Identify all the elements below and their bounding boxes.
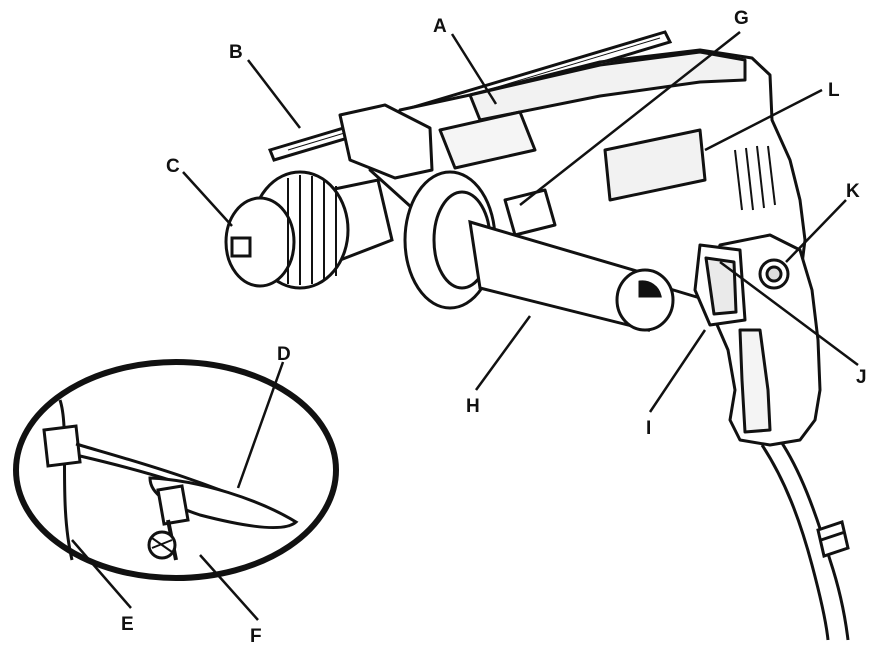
leader-h bbox=[474, 315, 532, 391]
leader-j bbox=[719, 260, 859, 367]
leader-a bbox=[450, 33, 498, 105]
callout-l: L bbox=[828, 80, 840, 101]
keyed-chuck bbox=[224, 170, 394, 290]
callout-a: A bbox=[433, 16, 447, 37]
leader-i bbox=[648, 329, 707, 413]
chuck-key-inset bbox=[13, 359, 339, 581]
callout-b: B bbox=[229, 42, 243, 63]
callout-j: J bbox=[856, 367, 867, 388]
leader-lines bbox=[71, 31, 859, 621]
leader-d bbox=[236, 361, 285, 489]
callout-f: F bbox=[250, 626, 262, 647]
leader-k bbox=[785, 199, 847, 263]
power-cord bbox=[760, 439, 850, 641]
side-handle bbox=[403, 170, 675, 332]
leader-c bbox=[182, 171, 233, 227]
callout-c: C bbox=[166, 156, 180, 177]
callout-g: G bbox=[734, 8, 749, 29]
leader-l bbox=[704, 88, 823, 152]
leader-f bbox=[199, 554, 259, 621]
callout-e: E bbox=[121, 614, 134, 635]
callout-k: K bbox=[846, 181, 860, 202]
leader-b bbox=[247, 59, 301, 129]
callout-h: H bbox=[466, 396, 480, 417]
leader-g bbox=[519, 31, 741, 206]
leader-e bbox=[71, 539, 132, 609]
callout-d: D bbox=[277, 344, 291, 365]
callout-i: I bbox=[646, 418, 651, 439]
